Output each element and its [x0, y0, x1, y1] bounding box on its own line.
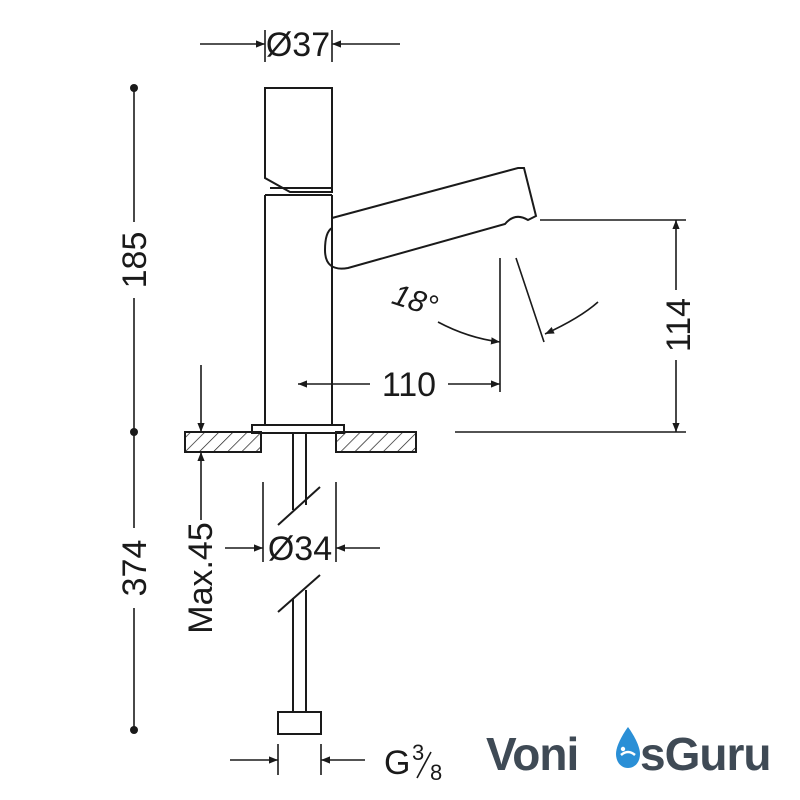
dimension-left-vertical: 185 374 [116, 84, 154, 734]
dimension-spout-height: 114 [455, 219, 698, 433]
dimension-shank-diameter: Ø34 [225, 482, 380, 568]
brand-logo: Voni sGuru [486, 727, 771, 780]
supply-hose [277, 433, 322, 735]
label-spout-reach: 110 [382, 366, 436, 404]
label-top-diameter: Ø37 [266, 26, 330, 64]
dimension-spout-reach: 110 [298, 258, 501, 404]
water-drop-icon [616, 727, 640, 768]
label-shank-diameter: Ø34 [268, 530, 332, 568]
faucet-handle [264, 87, 333, 193]
dimension-top-diameter: Ø37 [200, 26, 400, 64]
label-max-deck: Max.45 [182, 522, 220, 634]
hose-connector-nut [277, 711, 322, 735]
faucet-base-flange [251, 424, 345, 434]
label-connection-denominator: 8 [430, 760, 442, 785]
faucet-spout [323, 167, 538, 270]
label-spout-height: 114 [660, 298, 698, 352]
brand-name-right: sGuru [640, 728, 770, 780]
dimension-spout-angle: 18° [388, 257, 599, 345]
brand-name-left: Voni [486, 728, 578, 780]
faucet-column [264, 194, 333, 425]
countertop-section [184, 431, 417, 453]
label-upper-height: 185 [116, 232, 154, 289]
label-lower-height: 374 [116, 540, 154, 597]
dimension-deck-thickness: Max.45 [182, 365, 220, 634]
dimension-connection-thread: G 3 8 [230, 740, 442, 785]
label-connection-numerator: 3 [412, 740, 424, 765]
label-spout-angle: 18° [388, 278, 441, 323]
label-connection-prefix: G [384, 744, 410, 782]
faucet-body [251, 87, 538, 434]
